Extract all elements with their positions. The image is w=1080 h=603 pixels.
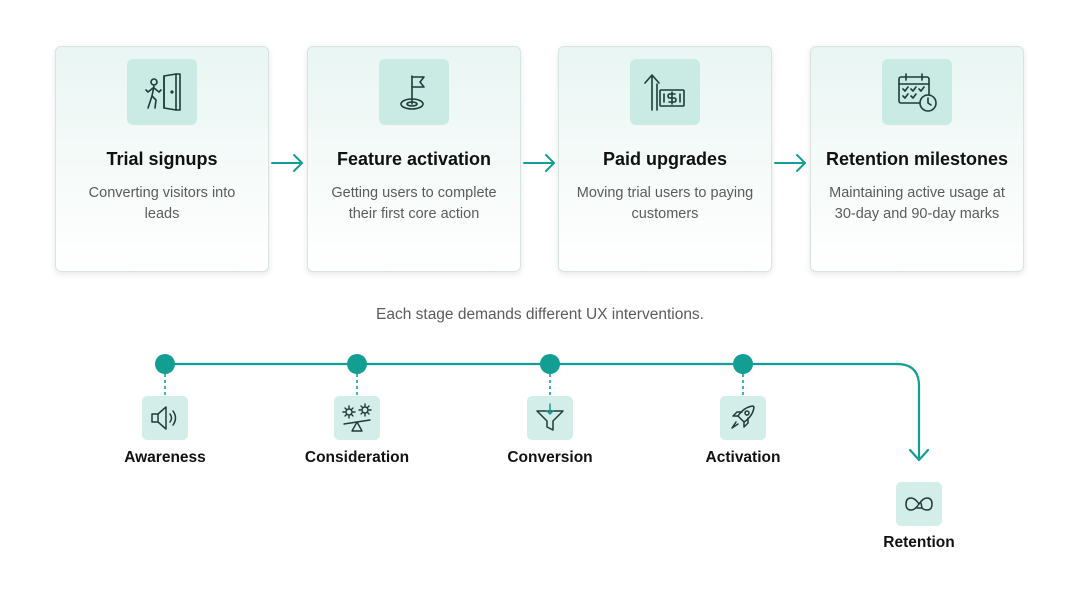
- gears-balance-icon: [334, 396, 380, 440]
- timeline-dot: [540, 354, 560, 374]
- card-description: Moving trial users to paying customers: [576, 185, 754, 222]
- card-title: Feature activation: [336, 149, 492, 169]
- card-feature-activation: Feature activation Getting users to comp…: [307, 46, 521, 272]
- timeline-dot: [733, 354, 753, 374]
- rocket-icon: [720, 396, 766, 440]
- card-description: Maintaining active usage at 30-day and 9…: [829, 185, 1005, 222]
- card-trial-signups: Trial signups Converting visitors into l…: [55, 46, 269, 272]
- card-description: Getting users to complete their first co…: [331, 185, 497, 222]
- card-title: Paid upgrades: [602, 149, 728, 169]
- arrow-right-icon: [774, 154, 806, 172]
- stage-label-consideration: Consideration: [304, 449, 410, 466]
- caption: Each stage demands different UX interven…: [376, 306, 704, 323]
- timeline-arrowhead: [908, 448, 930, 462]
- stage-label-conversion: Conversion: [507, 449, 593, 466]
- timeline-line: [165, 362, 921, 458]
- stage-label-awareness: Awareness: [124, 449, 206, 466]
- flag-target-icon: [379, 59, 449, 125]
- card-title: Retention milestones: [825, 149, 1009, 169]
- arrow-right-icon: [271, 154, 303, 172]
- timeline-dot: [347, 354, 367, 374]
- megaphone-icon: [142, 396, 188, 440]
- card-paid-upgrades: Paid upgrades Moving trial users to payi…: [558, 46, 772, 272]
- arrow-right-icon: [523, 154, 555, 172]
- timeline-dot: [155, 354, 175, 374]
- stage-label-activation: Activation: [705, 449, 781, 466]
- card-description: Converting visitors into leads: [88, 185, 236, 222]
- calendar-clock-icon: [882, 59, 952, 125]
- person-exit-door-icon: [127, 59, 197, 125]
- arrow-up-dollar-icon: [630, 59, 700, 125]
- funnel-icon: [527, 396, 573, 440]
- card-title: Trial signups: [106, 149, 218, 169]
- card-retention-milestones: Retention milestones Maintaining active …: [810, 46, 1024, 272]
- loop-icon: [896, 482, 942, 526]
- stage-label-retention: Retention: [883, 534, 955, 551]
